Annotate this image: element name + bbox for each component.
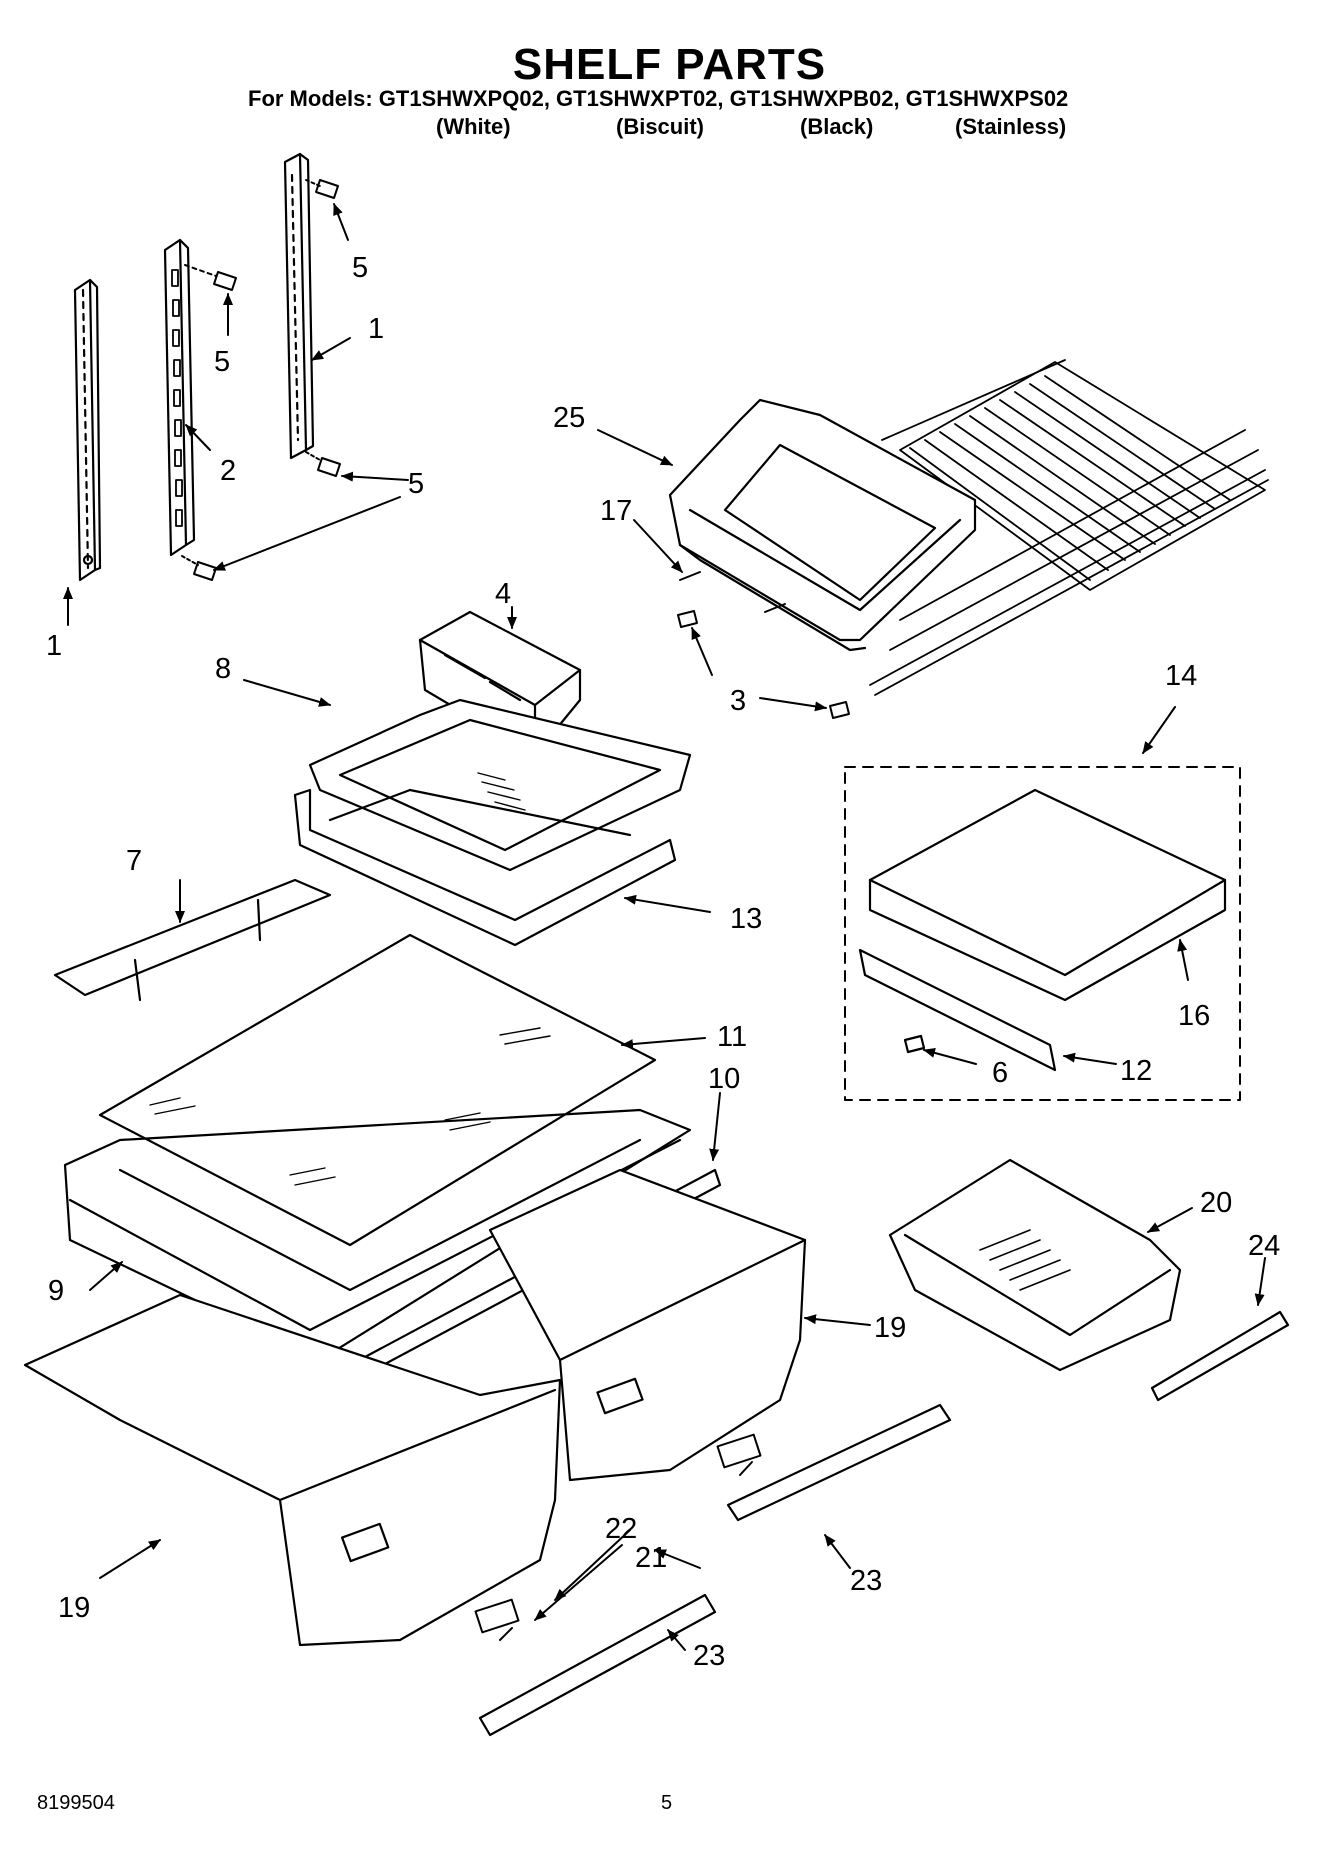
pegs-part-17-and-3: [677, 571, 850, 719]
callout-6: 6: [992, 1057, 1008, 1089]
callout-23-upper: 23: [850, 1565, 882, 1597]
callout-7: 7: [126, 845, 142, 877]
callout-5-bottom: 5: [408, 468, 424, 500]
shelf-rail-center-part-2: [163, 238, 196, 557]
callout-2: 2: [220, 455, 236, 487]
callout-19-right: 19: [874, 1312, 906, 1344]
callout-22: 22: [605, 1513, 637, 1545]
callout-10: 10: [708, 1063, 740, 1095]
trim-strip-part-24: [1150, 1310, 1290, 1402]
callout-24: 24: [1248, 1230, 1280, 1262]
crisper-drawer-part-19-right: [488, 1168, 807, 1482]
variant-biscuit: (Biscuit): [616, 114, 704, 139]
door-bin-part-25: [668, 398, 977, 652]
callout-5-mid: 5: [214, 346, 230, 378]
shelf-rail-left-part-1: [73, 278, 102, 582]
clips-part-21-22: [474, 1433, 762, 1641]
drawer-trim-part-23-lower: [478, 1593, 717, 1737]
document-number: 8199504: [37, 1792, 115, 1814]
shelf-assembly-part-14-box: [844, 766, 1241, 1101]
glass-shelf-part-11: [98, 933, 657, 1247]
callout-23-lower: 23: [693, 1640, 725, 1672]
callout-5-top: 5: [352, 252, 368, 284]
callout-14: 14: [1165, 660, 1197, 692]
callout-leaders: [63, 203, 1266, 1651]
meat-drawer-part-20: [888, 1158, 1182, 1372]
models-line: For Models: GT1SHWXPQ02, GT1SHWXPT02, GT…: [248, 86, 1069, 111]
callout-1-left: 1: [46, 630, 62, 662]
callout-4: 4: [495, 578, 511, 610]
shelf-rail-right-part-1: [283, 152, 315, 460]
callout-12: 12: [1120, 1055, 1152, 1087]
callout-9: 9: [48, 1275, 64, 1307]
callout-25: 25: [553, 402, 585, 434]
page-title: SHELF PARTS: [512, 40, 827, 89]
callout-1-right: 1: [368, 313, 384, 345]
variant-black: (Black): [800, 114, 874, 139]
callout-19-left: 19: [58, 1592, 90, 1624]
page-number: 5: [661, 1792, 673, 1814]
shelf-frame-part-13: [293, 788, 677, 947]
callout-labels: 1 1 2 3 4 5 5 5 6 7 8 9 10 11 12 13 14 1…: [46, 252, 1280, 1672]
callout-13: 13: [730, 903, 762, 935]
variant-stainless: (Stainless): [955, 114, 1067, 139]
tray-part-8: [308, 698, 692, 872]
callout-11: 11: [717, 1021, 747, 1053]
variant-white: (White): [436, 114, 511, 139]
screws-part-5: [181, 179, 341, 581]
callout-16: 16: [1178, 1000, 1210, 1032]
callout-20: 20: [1200, 1187, 1232, 1219]
callout-21: 21: [635, 1542, 667, 1574]
wire-shelf: [869, 359, 1269, 696]
callout-8: 8: [215, 653, 231, 685]
callout-17: 17: [600, 495, 632, 527]
drawer-trim-part-23-upper: [726, 1403, 952, 1522]
bracket-part-7: [53, 878, 332, 1002]
callout-3: 3: [730, 685, 746, 717]
crisper-drawer-part-19-left: [23, 1293, 562, 1647]
